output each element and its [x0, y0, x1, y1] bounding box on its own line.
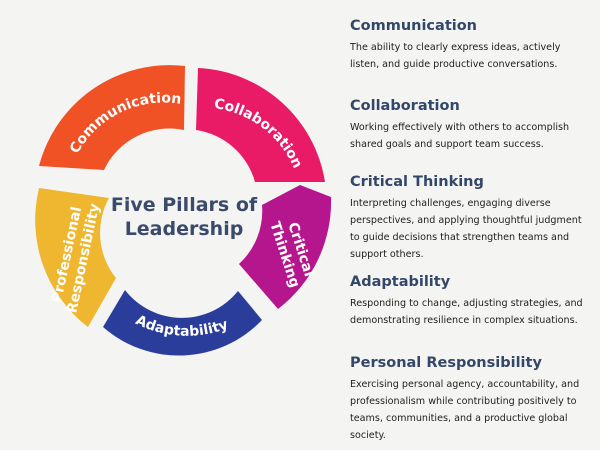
pillar-collaboration-band: [196, 68, 325, 182]
section-collaboration: Collaboration Working effectively with o…: [350, 98, 590, 153]
section-heading: Critical Thinking: [350, 174, 484, 190]
pillar-adaptability-band: [103, 290, 262, 356]
section-communication: Communication The ability to clearly exp…: [350, 18, 590, 73]
section-body: Responding to change, adjusting strategi…: [350, 298, 583, 326]
section-body: Exercising personal agency, accountabili…: [350, 379, 580, 441]
section-body: The ability to clearly express ideas, ac…: [350, 42, 561, 70]
section-critical-thinking: Critical Thinking Interpreting challenge…: [350, 174, 590, 263]
pillar-communication-band: [39, 65, 185, 170]
section-personal-responsibility: Personal Responsibility Exercising perso…: [350, 355, 590, 444]
section-heading: Personal Responsibility: [350, 355, 542, 371]
section-adaptability: Adaptability Responding to change, adjus…: [350, 274, 590, 329]
section-heading: Adaptability: [350, 274, 451, 290]
section-body: Working effectively with others to accom…: [350, 122, 570, 150]
section-heading: Collaboration: [350, 98, 460, 114]
section-heading: Communication: [350, 18, 478, 34]
pillar-critical-thinking-band: [239, 185, 332, 309]
leadership-wheel-diagram: Communication Collaboration Adaptability…: [35, 65, 332, 356]
pillar-professional-responsibility-band: [35, 188, 116, 327]
center-title-line1: Five Pillars of: [111, 194, 258, 216]
center-title-line2: Leadership: [125, 218, 244, 240]
section-body: Interpreting challenges, engaging divers…: [350, 198, 582, 260]
